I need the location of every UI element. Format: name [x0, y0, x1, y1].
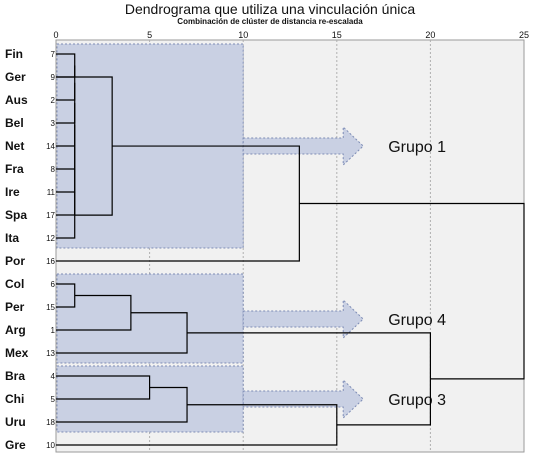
case-label: Bel	[5, 116, 24, 130]
axis-tick-label: 5	[147, 30, 152, 40]
case-number: 5	[51, 395, 56, 404]
case-label: Per	[5, 300, 25, 314]
case-number: 7	[51, 50, 56, 59]
case-label: Chi	[5, 392, 24, 406]
dendrogram-link	[56, 192, 76, 239]
dendrogram-link	[299, 202, 525, 380]
case-label: Fin	[5, 47, 23, 61]
group-label: Grupo 3	[388, 392, 446, 409]
group-arrow	[242, 378, 364, 420]
axis-tick-label: 10	[238, 30, 248, 40]
case-number: 12	[46, 234, 55, 243]
case-number: 14	[46, 142, 55, 151]
case-number: 18	[46, 418, 55, 427]
case-label: Ger	[5, 70, 26, 84]
case-number: 6	[51, 280, 56, 289]
case-number: 9	[51, 73, 56, 82]
group-label: Grupo 1	[388, 139, 446, 156]
case-label: Arg	[5, 323, 26, 337]
case-label: Mex	[5, 346, 29, 360]
case-number: 15	[46, 303, 55, 312]
group-label: Grupo 4	[388, 312, 446, 329]
group-arrow	[242, 125, 364, 167]
case-number: 11	[47, 188, 56, 197]
case-label: Por	[5, 254, 25, 268]
axis-tick-label: 0	[53, 30, 58, 40]
axis-tick-label: 15	[332, 30, 342, 40]
case-label: Bra	[5, 369, 25, 383]
case-number: 2	[51, 96, 56, 105]
axis-tick-label: 25	[519, 30, 529, 40]
group-band	[56, 273, 244, 364]
axis-title: Combinación de clúster de distancia re-e…	[177, 17, 363, 26]
case-number: 17	[46, 211, 55, 220]
case-label: Spa	[5, 208, 27, 222]
case-number: 8	[51, 165, 56, 174]
case-label: Uru	[5, 415, 26, 429]
case-label: Aus	[5, 93, 28, 107]
case-label: Ire	[5, 185, 20, 199]
case-label: Fra	[5, 162, 24, 176]
case-label: Net	[5, 139, 24, 153]
group-arrow	[242, 298, 364, 340]
case-number: 1	[51, 326, 56, 335]
case-number: 3	[51, 119, 56, 128]
case-label: Ita	[5, 231, 19, 245]
axis-tick-label: 20	[425, 30, 435, 40]
case-label: Col	[5, 277, 24, 291]
case-number: 10	[46, 441, 55, 450]
case-number: 4	[51, 372, 56, 381]
case-number: 16	[46, 257, 55, 266]
case-number: 13	[46, 349, 55, 358]
chart-title: Dendrograma que utiliza una vinculación …	[124, 1, 416, 17]
case-label: Gre	[5, 438, 26, 452]
